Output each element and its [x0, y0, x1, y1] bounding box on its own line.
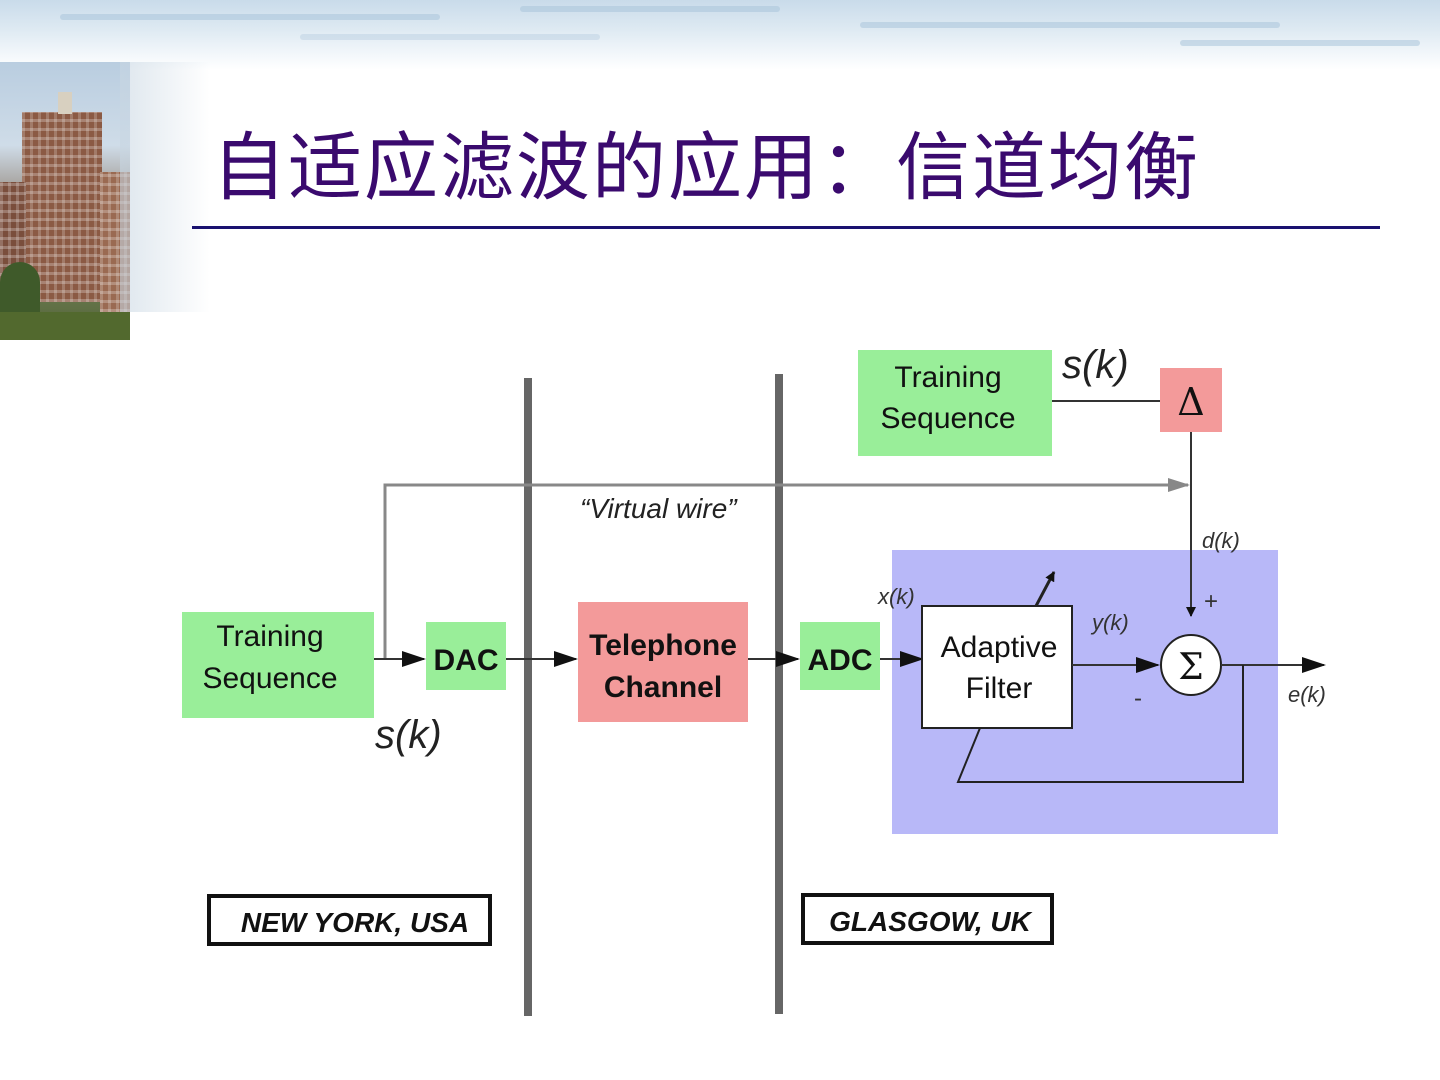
adaptive-filter-line2: Filter [966, 672, 1033, 705]
photo-fade [120, 62, 210, 312]
training-sequence-left-line1: Training [216, 620, 323, 653]
divider-right [775, 374, 783, 1014]
divider-left [524, 378, 532, 1016]
adaptation-arrow [1034, 571, 1056, 607]
error-feedback-line [956, 665, 1244, 783]
training-sequence-top-line2: Sequence [880, 402, 1015, 435]
adc-block [800, 622, 880, 690]
dac-block [426, 622, 506, 690]
x-k-label: x(k) [877, 584, 915, 609]
sigma-symbol: Σ [1178, 647, 1203, 688]
dac-label: DAC [434, 644, 499, 677]
delta-symbol: Δ [1177, 380, 1204, 424]
plus-sign: + [1204, 588, 1218, 615]
location-left-label: NEW YORK, USA [241, 907, 469, 938]
y-k-label: y(k) [1090, 610, 1129, 635]
training-sequence-top-block [858, 350, 1052, 456]
location-left-box [207, 894, 492, 946]
location-right-box [801, 893, 1054, 945]
location-right-label: GLASGOW, UK [829, 906, 1032, 937]
s-k-top-label: s(k) [1062, 343, 1129, 387]
training-sequence-left-block [182, 612, 374, 718]
top-decorative-band [0, 0, 1440, 70]
adaptive-filter-block [921, 605, 1073, 729]
adc-label: ADC [808, 644, 873, 677]
training-sequence-top-line1: Training [894, 361, 1001, 394]
telephone-channel-line2: Channel [604, 671, 722, 704]
virtual-wire-line [383, 478, 1190, 660]
d-k-label: d(k) [1202, 528, 1240, 553]
slide-title: 自适应滤波的应用：信道均衡 [212, 125, 1200, 211]
minus-sign: - [1134, 685, 1142, 712]
training-sequence-left-line2: Sequence [202, 662, 337, 695]
title-underline [192, 226, 1380, 229]
adaptive-filter-line1: Adaptive [941, 631, 1058, 664]
s-k-left-label: s(k) [375, 713, 442, 757]
telephone-channel-line1: Telephone [589, 629, 737, 662]
delta-block [1160, 368, 1222, 432]
virtual-wire-label: “Virtual wire” [580, 493, 738, 524]
e-k-label: e(k) [1288, 682, 1326, 707]
campus-building-photo [0, 62, 130, 340]
telephone-channel-block [578, 602, 748, 722]
